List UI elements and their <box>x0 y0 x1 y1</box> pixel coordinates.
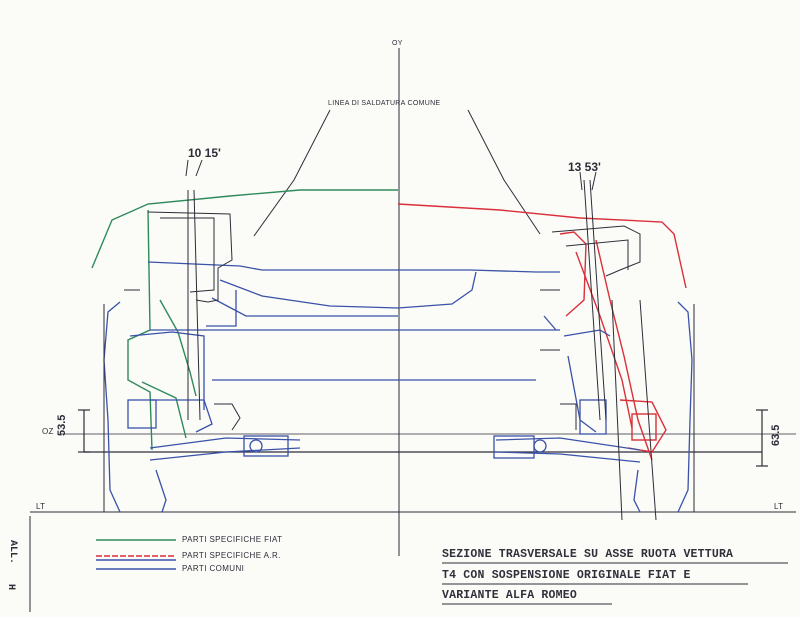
title-underlines <box>442 562 788 605</box>
ground-label-lt-left: LT <box>36 502 46 511</box>
title-line-2-text: CON SOSPENSIONE ORIGINALE FIAT E <box>456 569 691 582</box>
legend-item-alfa: PARTI SPECIFICHE A.R. <box>182 551 281 560</box>
title-vehicle-code: T4 <box>442 569 457 582</box>
weld-line-left-leader <box>253 109 331 237</box>
legend-item-common: PARTI COMUNI <box>182 564 245 573</box>
angle-tick-right <box>579 171 597 191</box>
reference-axes <box>30 48 796 556</box>
dimension-right-value: 63.5 <box>770 424 782 446</box>
attachment-tab-label: ALL. <box>7 540 18 565</box>
structural-ink <box>103 159 695 521</box>
legend-item-fiat: PARTI SPECIFICHE FIAT <box>182 535 283 544</box>
weld-line-right-leader <box>467 109 541 235</box>
legend-swatches <box>96 539 176 570</box>
title-line-3: VARIANTE ALFA ROMEO <box>442 589 577 602</box>
axis-label-oy: OY <box>392 40 403 47</box>
title-line-1: SEZIONE TRASVERSALE SU ASSE RUOTA VETTUR… <box>442 548 734 561</box>
ground-label-lt-right: LT <box>774 502 784 511</box>
fiat-body-outline <box>91 189 398 451</box>
dimension-left <box>78 409 90 453</box>
common-parts <box>103 261 693 513</box>
angle-tick-left <box>185 159 203 177</box>
weld-line-label: LINEA DI SALDATURA COMUNE <box>328 100 441 107</box>
title-line-2: T4 CON SOSPENSIONE ORIGINALE FIAT E <box>442 569 691 582</box>
axis-label-oz: OZ <box>42 427 54 436</box>
dimension-left-value: 53.5 <box>56 414 68 436</box>
camber-angle-left: 10 15' <box>188 146 221 160</box>
camber-angle-right: 13 53' <box>568 160 601 174</box>
dimension-right <box>756 409 768 467</box>
alfa-body-outline <box>397 203 687 461</box>
attachment-tab-letter: H <box>5 584 16 591</box>
